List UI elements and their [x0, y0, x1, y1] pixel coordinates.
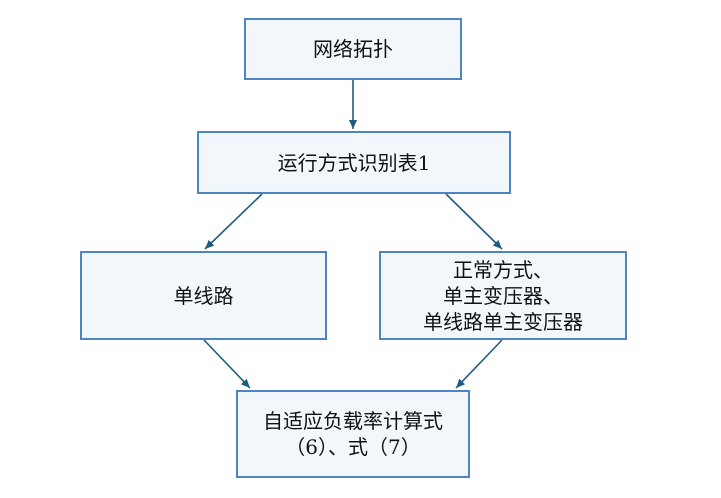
arrow-multi-to-adaptive	[455, 339, 503, 389]
node-adaptive-load-rate-line-2: （6）、式（7）	[285, 435, 421, 459]
arrow-table-to-single-line	[204, 193, 263, 250]
node-operation-modes-line-3: 单线路单主变压器	[423, 309, 583, 334]
arrow-table-to-multi	[445, 193, 503, 250]
node-operation-modes-line-2: 单主变压器、	[443, 283, 563, 308]
node-network-topology: 网络拓扑	[244, 18, 462, 80]
node-operation-mode-table-label: 运行方式识别表1	[277, 150, 431, 175]
node-operation-modes: 正常方式、 单主变压器、 单线路单主变压器	[379, 251, 627, 340]
arrow-single-line-to-adaptive	[203, 339, 251, 389]
node-adaptive-load-rate-line-1: 自适应负载率计算式	[263, 409, 443, 433]
node-operation-modes-line-1: 正常方式、	[453, 257, 553, 282]
node-single-line-label: 单线路	[173, 283, 234, 308]
node-network-topology-label: 网络拓扑	[313, 37, 393, 61]
node-operation-mode-table: 运行方式识别表1	[197, 131, 511, 194]
node-adaptive-load-rate: 自适应负载率计算式 （6）、式（7）	[236, 390, 470, 478]
node-single-line: 单线路	[80, 251, 327, 340]
